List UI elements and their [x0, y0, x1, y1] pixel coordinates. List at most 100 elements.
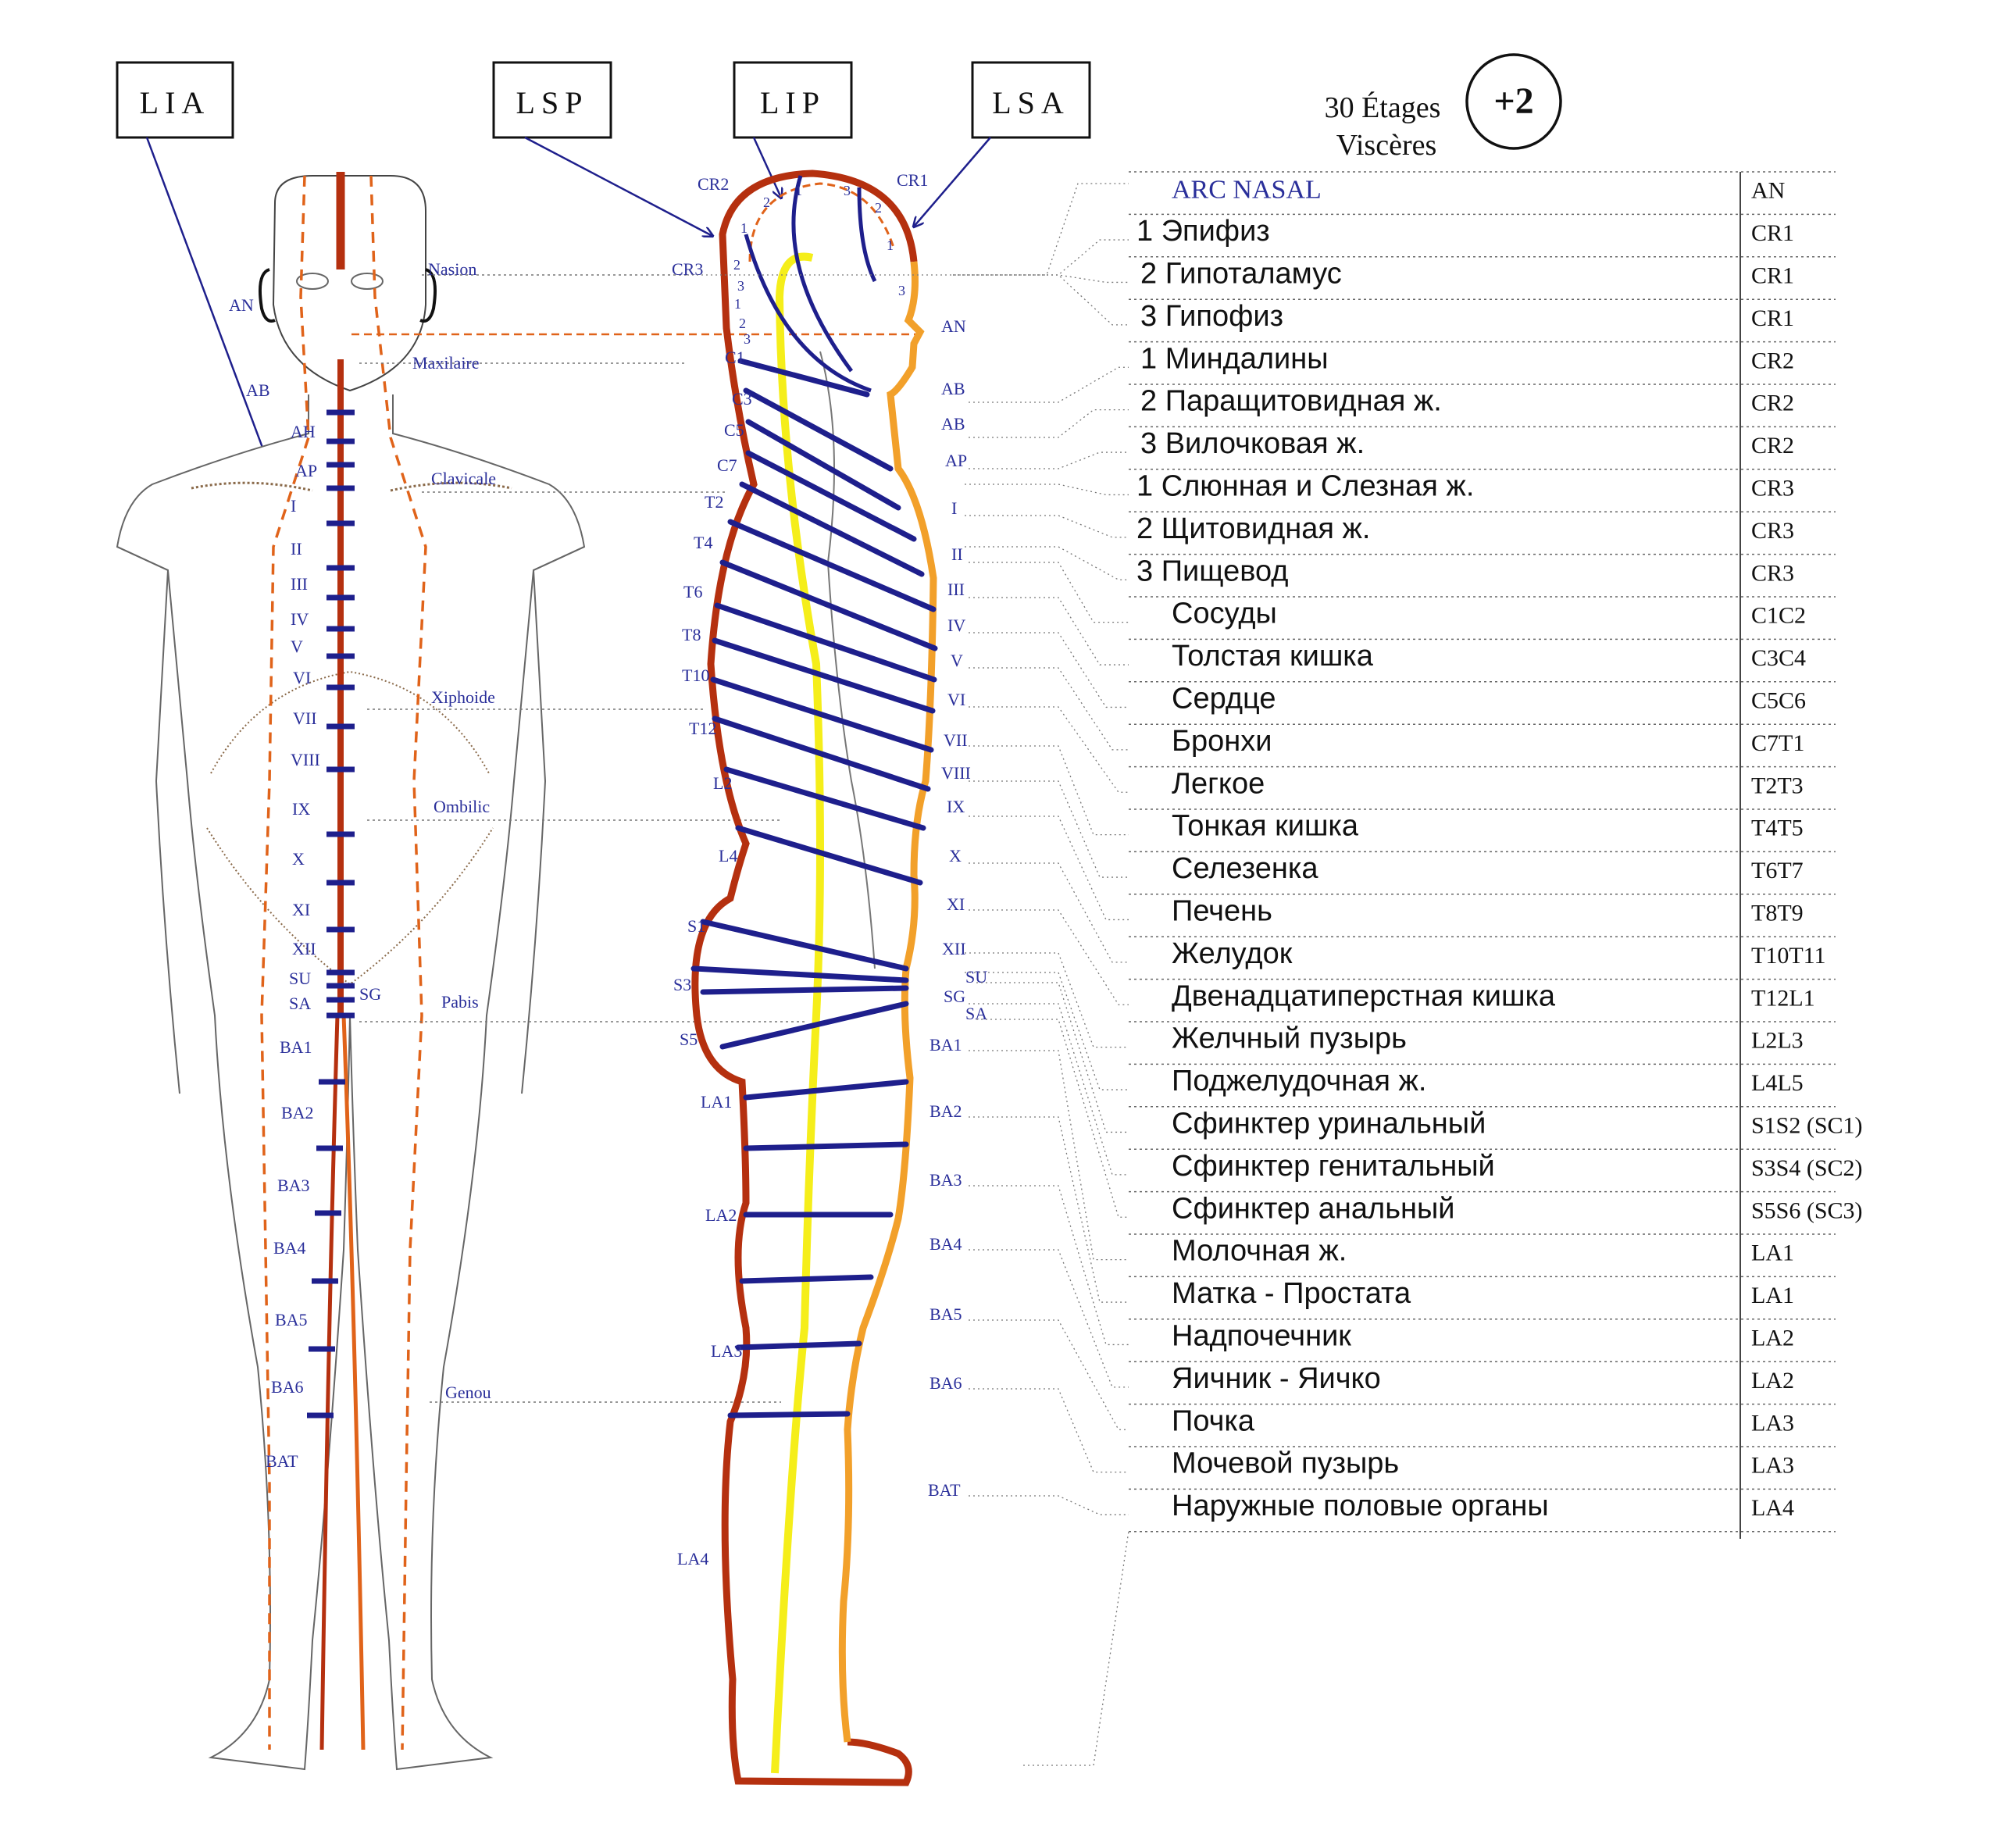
- organ-name: 2 Щитовидная ж.: [1136, 512, 1370, 545]
- organ-name: Мочевой пузырь: [1172, 1447, 1399, 1480]
- side-back-label-t12: T12: [689, 719, 716, 738]
- front-body-outline: [116, 394, 586, 1771]
- segment-code: LA2: [1751, 1326, 1794, 1351]
- segment-code: C5C6: [1751, 688, 1806, 714]
- leader-line: [965, 484, 1129, 496]
- segment-code: C1C2: [1751, 603, 1806, 629]
- leader-line: [969, 745, 1129, 836]
- side-segment-band: [700, 919, 909, 972]
- leader-line: [953, 274, 1129, 326]
- table-row: Поджелудочная ж.L4L5: [1129, 1065, 1836, 1108]
- front-leg-meridian-right: [341, 1015, 366, 1750]
- leader-line: [969, 1003, 1129, 1176]
- side-front-label-bat: BAT: [928, 1480, 961, 1500]
- front-label-sg: SG: [359, 984, 381, 1004]
- table-row: Сердце C5C6: [1129, 683, 1836, 725]
- table-row: 2 Щитовидная ж.CR3: [1129, 512, 1836, 555]
- side-back-label-cr2: CR2: [698, 174, 729, 194]
- side-front-label-xi: XI: [947, 894, 965, 914]
- side-front-label-ba2: BA2: [930, 1101, 962, 1121]
- front-label-v: V: [291, 637, 303, 656]
- side-front-label-ab2: AB: [941, 414, 965, 434]
- front-label-ba5: BA5: [275, 1310, 308, 1329]
- leader-line: [969, 667, 1129, 751]
- side-segment-band: [700, 985, 909, 995]
- segment-code: S5S6 (SC3): [1751, 1197, 1863, 1223]
- leader-line: [969, 815, 1129, 921]
- side-head-numbers: 1 2 3 1 2 3 1 2 3 2 1 3: [733, 183, 905, 347]
- side-back-label-c1: C1: [725, 348, 745, 367]
- leader-line: [965, 972, 1129, 1090]
- leader-line: [969, 632, 1129, 708]
- segment-code: L2L3: [1751, 1028, 1804, 1054]
- side-head-num-top-2: 2: [763, 194, 770, 210]
- segment-code: T2T3: [1751, 773, 1804, 798]
- side-back-label-la3: LA3: [711, 1341, 742, 1361]
- side-front-label-x: X: [949, 846, 962, 865]
- segment-code: LA4: [1751, 1495, 1794, 1521]
- side-segment-band: [745, 450, 917, 542]
- table-row: Наружные половые органы LA4: [1129, 1490, 1836, 1533]
- segment-code: C3C4: [1751, 645, 1806, 671]
- organ-name: Селезенка: [1172, 852, 1318, 885]
- front-label-ab: AB: [246, 380, 270, 400]
- organ-name: 2 Гипоталамус: [1140, 258, 1342, 291]
- leader-line: [953, 274, 1129, 284]
- table-row: Молочная ж. LA1: [1129, 1235, 1836, 1278]
- side-head-line-1: [744, 234, 872, 393]
- organ-name: ARC NASAL: [1172, 176, 1322, 205]
- side-segment-band: [727, 1411, 851, 1419]
- front-label-iv: IV: [291, 609, 309, 629]
- side-front-label-viii: VIII: [941, 763, 971, 783]
- leader-line: [969, 366, 1129, 403]
- organ-name: Молочная ж.: [1172, 1235, 1347, 1268]
- segment-code: CR3: [1751, 476, 1794, 501]
- segment-code: LA1: [1751, 1240, 1794, 1266]
- side-head-dashed: [748, 182, 896, 262]
- table-row: 1 Слюнная и Слезная ж. CR3: [1129, 470, 1836, 512]
- organ-name: Поджелудочная ж.: [1172, 1065, 1427, 1097]
- side-front-label-ba6: BA6: [930, 1373, 962, 1393]
- organ-name: Наружные половые органы: [1172, 1490, 1549, 1522]
- side-head-num-back-2: 2: [733, 257, 740, 273]
- organ-name: Сердце: [1172, 683, 1276, 716]
- front-label-xii: XII: [292, 939, 316, 958]
- leader-line: [969, 409, 1129, 438]
- side-front-label-ba1: BA1: [930, 1035, 962, 1055]
- segment-code: AN: [1751, 178, 1785, 204]
- organ-name: 1 Слюнная и Слезная ж.: [1136, 470, 1474, 503]
- leader-line: [969, 780, 1129, 878]
- segment-code: CR1: [1751, 263, 1794, 289]
- front-label-sa: SA: [289, 994, 311, 1013]
- organ-name: Легкое: [1172, 767, 1265, 800]
- organ-name: Печень: [1172, 895, 1272, 928]
- segment-code: LA1: [1751, 1283, 1794, 1308]
- side-front-label-vi: VI: [947, 690, 965, 709]
- side-front-labels: CR1 AN AB AB AP I II III IV V VI VII VII…: [897, 170, 987, 1500]
- front-label-ii: II: [291, 539, 302, 558]
- segment-code: T10T11: [1751, 943, 1826, 969]
- side-back-label-t2: T2: [705, 492, 723, 512]
- table-row: 2 Гипоталамус CR1: [1129, 258, 1836, 300]
- front-dashed-meridian-right: [369, 175, 427, 1750]
- side-head-num-back-3: 3: [737, 278, 744, 294]
- segment-code: S1S2 (SC1): [1751, 1113, 1863, 1139]
- side-head-num-back-6: 3: [744, 331, 751, 347]
- segment-code: CR2: [1751, 433, 1794, 459]
- side-segment-band: [743, 1079, 909, 1101]
- leader-line: [953, 239, 1129, 276]
- side-front-label-ab: AB: [941, 379, 965, 398]
- side-back-label-l2: L2: [713, 773, 732, 793]
- segment-code: CR1: [1751, 305, 1794, 331]
- side-back-label-cr3: CR3: [672, 259, 703, 279]
- front-label-vii: VII: [293, 708, 317, 728]
- front-label-iii: III: [291, 574, 308, 594]
- leader-line: [969, 706, 1129, 793]
